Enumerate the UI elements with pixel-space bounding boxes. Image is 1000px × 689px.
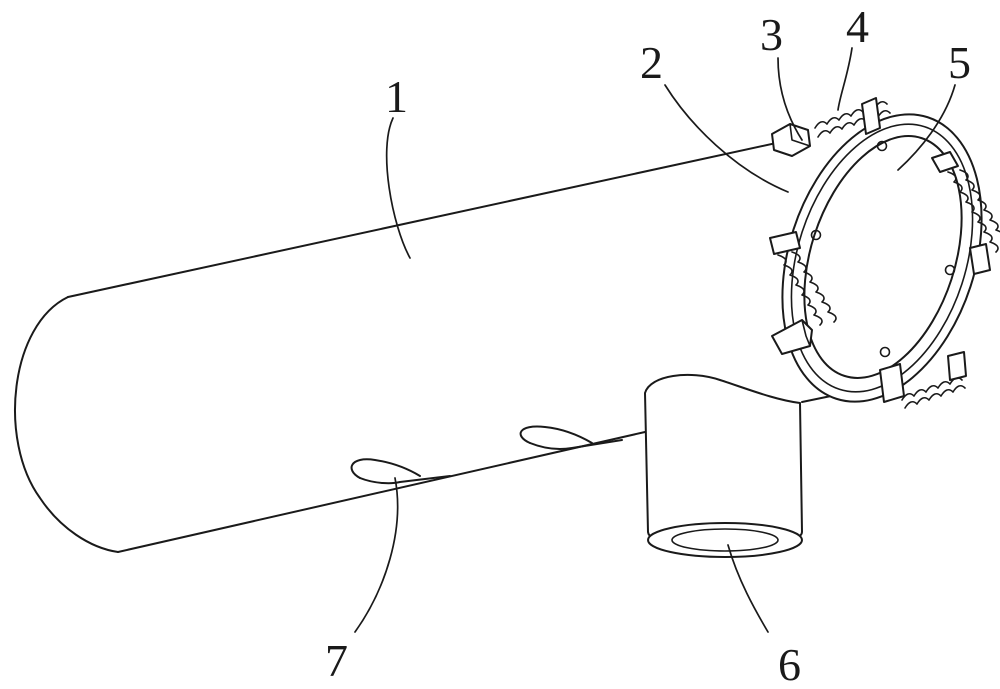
callout-6: 6	[778, 639, 801, 689]
clamp-block-top	[862, 98, 880, 134]
leader-6	[728, 545, 768, 632]
clamp-ring-assembly	[748, 89, 1000, 428]
callout-2: 2	[640, 37, 663, 88]
leader-7	[355, 478, 398, 632]
leader-1	[387, 118, 410, 258]
slot-right	[521, 427, 622, 449]
callout-7: 7	[325, 635, 348, 686]
spring-bottom	[902, 378, 965, 408]
callout-3: 3	[760, 9, 783, 60]
clamp-block-upper-left	[772, 124, 810, 156]
leader-2	[665, 85, 788, 192]
callout-4: 4	[846, 1, 869, 52]
outlet-pipe	[645, 375, 802, 557]
callout-5: 5	[948, 37, 971, 88]
leader-4	[838, 48, 852, 110]
callout-1: 1	[385, 71, 408, 122]
outlet-opening-outer	[648, 523, 802, 557]
